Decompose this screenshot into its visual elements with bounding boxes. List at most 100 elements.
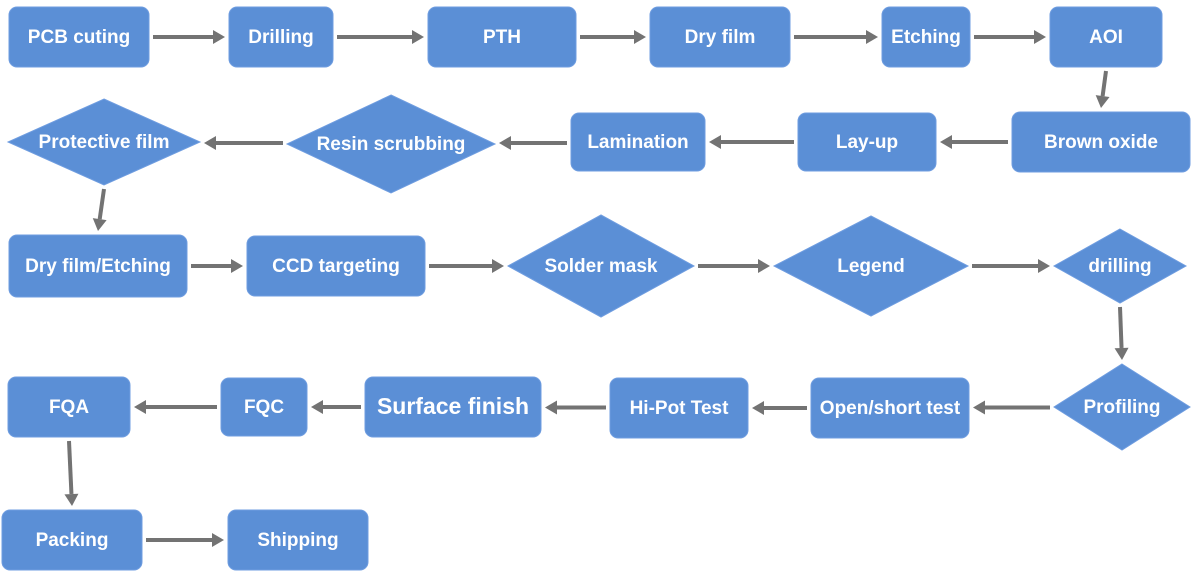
node-label: Profiling [1083, 397, 1160, 418]
node-label: Drilling [248, 27, 313, 48]
arrow-head [1034, 30, 1046, 44]
diamond-shape [285, 94, 497, 194]
diamond-shape [1053, 363, 1191, 451]
node-resin-scrubbing: Resin scrubbing [285, 94, 497, 194]
node-label: PCB cuting [28, 27, 130, 48]
box-shape [570, 112, 706, 172]
box-shape [649, 6, 791, 68]
node-label: PTH [483, 27, 521, 48]
node-label: drilling [1088, 256, 1151, 277]
diamond-shape [506, 214, 696, 318]
edge [146, 533, 224, 547]
node-drilling: Drilling [228, 6, 334, 68]
box-shape [1011, 111, 1191, 173]
node-legend: Legend [772, 215, 970, 317]
edge [973, 400, 1050, 415]
node-pth: PTH [427, 6, 577, 68]
node-label: Resin scrubbing [317, 134, 466, 155]
edge [580, 30, 646, 44]
edge [153, 30, 225, 44]
arrow-head [134, 400, 146, 414]
edge [1095, 70, 1110, 108]
arrow-head [499, 136, 511, 150]
node-lay-up: Lay-up [797, 112, 937, 172]
node-packing: Packing [1, 509, 143, 571]
arrow-head [709, 135, 721, 149]
node-label: Dry film/Etching [25, 256, 171, 277]
box-shape [609, 377, 749, 439]
node-label: Hi-Pot Test [630, 398, 730, 419]
arrow-head [866, 30, 878, 44]
box-shape [8, 234, 188, 298]
arrow-head [1038, 259, 1050, 273]
box-shape [1, 509, 143, 571]
edge [429, 259, 504, 273]
node-profiling: Profiling [1053, 363, 1191, 451]
arrow-head [1114, 347, 1129, 360]
arrow-head [752, 401, 764, 415]
arrow-head [492, 259, 504, 273]
arrow-head [940, 135, 952, 149]
box-shape [246, 235, 426, 297]
node-fqc: FQC [220, 377, 308, 437]
arrow-head [64, 493, 79, 506]
arrow-line [1100, 70, 1108, 97]
arrow-head [213, 30, 225, 44]
box-shape [220, 377, 308, 437]
arrow-head [412, 30, 424, 44]
edge [64, 440, 79, 506]
node-protective-film: Protective film [6, 98, 202, 186]
edge [311, 400, 361, 414]
node-label: Lay-up [836, 132, 898, 153]
diamond-shape [1052, 228, 1188, 304]
box-shape [881, 6, 971, 68]
arrow-line [1118, 306, 1124, 349]
node-label: Etching [891, 27, 961, 48]
node-lamination: Lamination [570, 112, 706, 172]
diamond-shape [772, 215, 970, 317]
box-shape [227, 509, 369, 571]
node-label: Lamination [587, 132, 688, 153]
edge [1114, 306, 1129, 360]
arrow-head [212, 533, 224, 547]
node-label: Dry film [685, 27, 756, 48]
node-label: Solder mask [545, 256, 658, 277]
node-fqa: FQA [7, 376, 131, 438]
node-label: Shipping [257, 530, 338, 551]
box-shape [228, 6, 334, 68]
edge [337, 30, 424, 44]
node-dry-film: Dry film [649, 6, 791, 68]
node-label: FQA [49, 397, 89, 418]
arrow-head [1095, 95, 1110, 108]
node-brown-oxide: Brown oxide [1011, 111, 1191, 173]
arrow-line [97, 188, 106, 220]
arrow-line [67, 440, 74, 495]
edge [972, 259, 1050, 273]
arrow-head [758, 259, 770, 273]
edge [545, 400, 606, 415]
node-label: FQC [244, 397, 284, 418]
node-open-short-test: Open/short test [810, 377, 970, 439]
node-label: Protective film [39, 132, 170, 153]
box-shape [810, 377, 970, 439]
edge [974, 30, 1046, 44]
edge [134, 400, 217, 414]
node-label: Packing [36, 530, 109, 551]
arrow-head [973, 400, 985, 415]
box-shape [1049, 6, 1163, 68]
node-label: Surface finish [377, 393, 529, 419]
box-shape [364, 376, 542, 438]
arrow-head [634, 30, 646, 44]
arrow-head [545, 400, 557, 415]
node-label: Open/short test [820, 398, 961, 419]
arrow-head [92, 218, 107, 231]
node-label: Brown oxide [1044, 132, 1158, 153]
diamond-shape [6, 98, 202, 186]
node-shipping: Shipping [227, 509, 369, 571]
edge [794, 30, 878, 44]
node-label: AOI [1089, 27, 1123, 48]
edge [204, 136, 283, 150]
arrow-head [311, 400, 323, 414]
node-solder-mask: Solder mask [506, 214, 696, 318]
